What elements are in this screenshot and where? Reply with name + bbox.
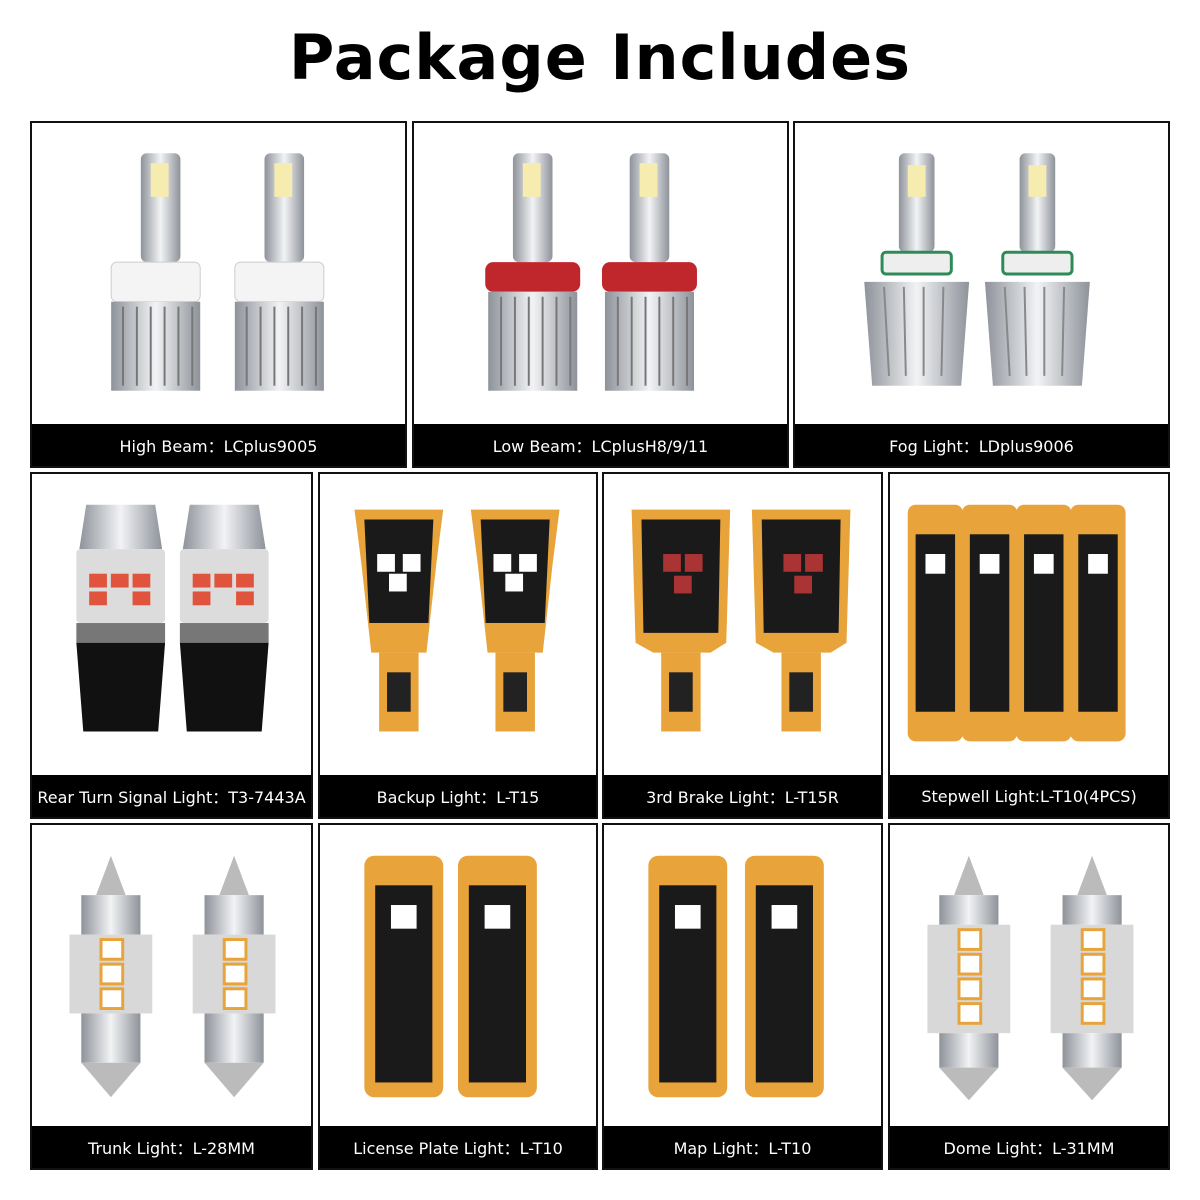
item-caption: Dome Light：L-31MM (890, 1126, 1168, 1168)
item-caption: Fog Light：LDplus9006 (795, 424, 1168, 466)
item-caption: Map Light：L-T10 (604, 1126, 881, 1168)
item-caption: Low Beam：LCplusH8/9/11 (414, 424, 787, 466)
backup-light-bulbs-image (320, 474, 596, 775)
t10-bulbs-image (604, 825, 881, 1126)
item-trunk-light: Trunk Light：L-28MM (30, 823, 313, 1170)
page-title: Package Includes (288, 21, 912, 94)
item-stepwell-light: Stepwell Light:L-T10(4PCS) (888, 472, 1170, 819)
item-caption: 3rd Brake Light：L-T15R (604, 775, 881, 817)
item-license-plate-light: License Plate Light：L-T10 (318, 823, 598, 1170)
item-map-light: Map Light：L-T10 (602, 823, 883, 1170)
item-high-beam: High Beam：LCplus9005 (30, 121, 407, 468)
led-headlight-bulbs-image (414, 123, 787, 424)
brake-light-bulbs-image (604, 474, 881, 775)
led-headlight-bulbs-image (32, 123, 405, 424)
festoon-bulbs-image (890, 825, 1168, 1126)
item-caption: Backup Light：L-T15 (320, 775, 596, 817)
festoon-bulbs-image (32, 825, 311, 1126)
item-caption: License Plate Light：L-T10 (320, 1126, 596, 1168)
stepwell-light-bulbs-image (890, 474, 1168, 775)
item-caption: Stepwell Light:L-T10(4PCS) (890, 775, 1168, 817)
led-fog-bulbs-image (795, 123, 1168, 424)
item-caption: Rear Turn Signal Light：T3-7443A (32, 775, 311, 817)
item-rear-turn-signal: Rear Turn Signal Light：T3-7443A (30, 472, 313, 819)
item-caption: High Beam：LCplus9005 (32, 424, 405, 466)
rear-turn-signal-bulbs-image (32, 474, 311, 775)
item-backup-light: Backup Light：L-T15 (318, 472, 598, 819)
item-caption: Trunk Light：L-28MM (32, 1126, 311, 1168)
item-dome-light: Dome Light：L-31MM (888, 823, 1170, 1170)
item-3rd-brake-light: 3rd Brake Light：L-T15R (602, 472, 883, 819)
item-fog-light: Fog Light：LDplus9006 (793, 121, 1170, 468)
t10-bulbs-image (320, 825, 596, 1126)
item-low-beam: Low Beam：LCplusH8/9/11 (412, 121, 789, 468)
